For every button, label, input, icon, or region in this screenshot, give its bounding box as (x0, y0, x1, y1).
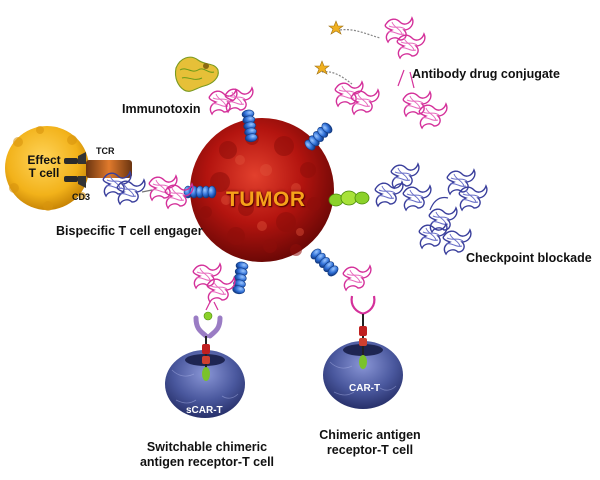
switch-tag (203, 311, 213, 321)
checkpoint-ligand (328, 190, 370, 207)
tcr-bar (86, 160, 132, 178)
tumor-cell (190, 118, 334, 262)
tumor-antigen-bottom-right (309, 247, 340, 278)
effect-t-cell-label: Effect T cell (18, 154, 70, 180)
checkpoint-label: Checkpoint blockade (466, 251, 592, 265)
scar-receptor (193, 315, 223, 339)
scar-caption-line1: Switchable chimeric (146, 440, 268, 454)
cd3-label: CD3 (72, 192, 91, 202)
tumor-label: TUMOR (226, 188, 306, 211)
immunotoxin (174, 56, 254, 115)
drug-payload-icon (328, 20, 344, 35)
immunotoxin-label: Immunotoxin (122, 102, 201, 116)
scar-t-label: sCAR-T (186, 405, 223, 416)
car-caption: Chimeric antigen receptor-T cell (300, 428, 440, 458)
scar-caption: Switchable chimeric antigen receptor-T c… (122, 440, 292, 470)
scar-switch-antibody (192, 263, 236, 339)
drug-payload-icon (314, 60, 330, 75)
antibody-drug-conjugate (314, 17, 448, 129)
effect-t-cell-line2: T cell (28, 166, 60, 180)
adc-label: Antibody drug conjugate (412, 67, 560, 81)
tcr-label: TCR (96, 146, 115, 156)
tcr-receptor (64, 158, 78, 164)
car-caption-line1: Chimeric antigen (319, 428, 421, 442)
effect-t-cell-line1: Effect (27, 153, 61, 167)
scar-t-cell (165, 336, 245, 418)
bite-label: Bispecific T cell engager (56, 224, 203, 238)
bispecific-t-cell-engager (102, 171, 194, 209)
scar-caption-line2: antigen receptor-T cell (139, 455, 275, 469)
toxin-molecule (174, 56, 219, 92)
checkpoint-antibody (374, 163, 488, 255)
car-receptor (342, 265, 376, 316)
tumor-antigen-left (184, 186, 216, 198)
car-t-label: CAR-T (349, 383, 381, 394)
car-t-cell (323, 314, 403, 409)
effector-t-cell (5, 126, 132, 211)
car-caption-line2: receptor-T cell (326, 443, 414, 457)
